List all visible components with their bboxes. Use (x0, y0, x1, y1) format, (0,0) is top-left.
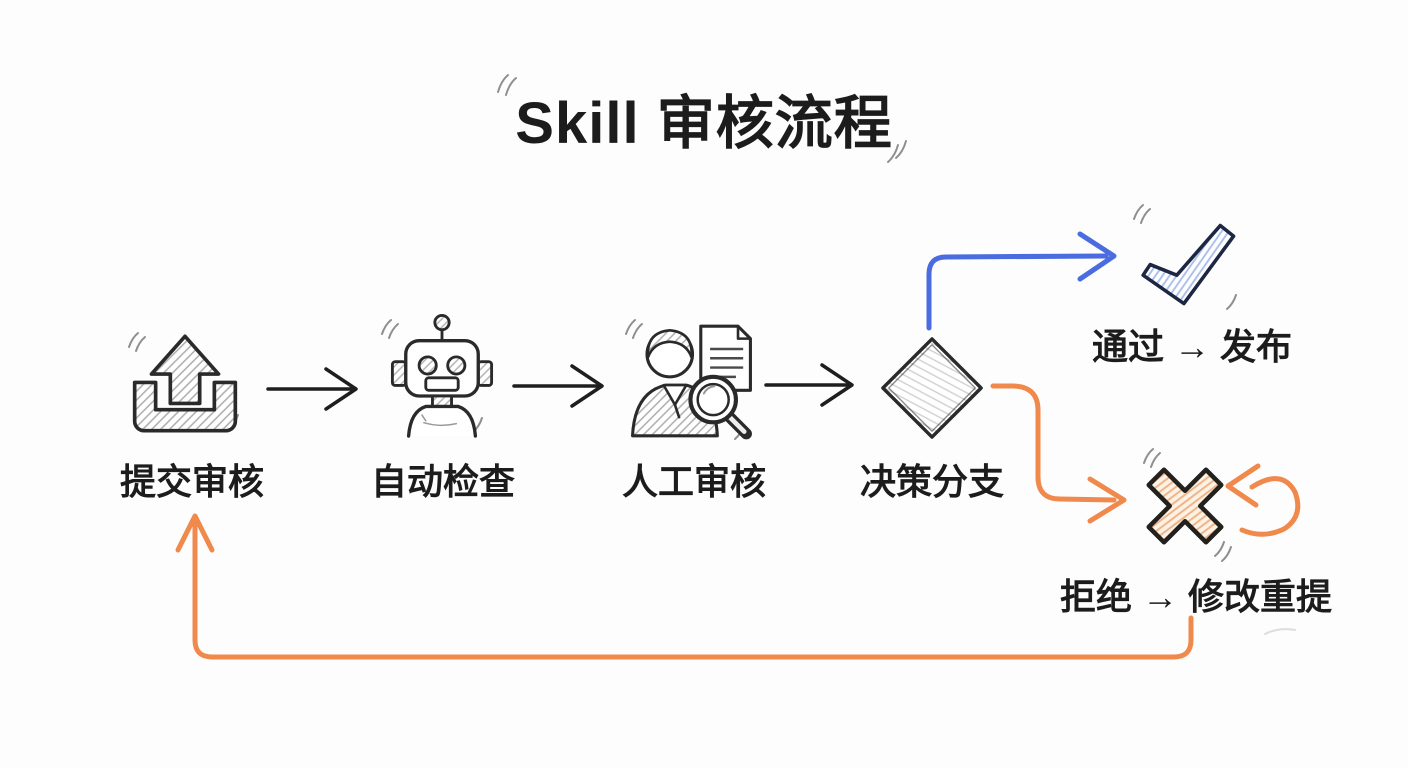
magnifier-glyph (688, 374, 752, 440)
arrow-reject-to-submit (175, 513, 1194, 660)
label-approve: 通过 → 发布 (1091, 326, 1292, 367)
sketch-accent-strokes (128, 74, 1296, 635)
arrow-decision-to-reject (990, 383, 1127, 524)
upload-icon (132, 334, 238, 433)
label-auto-check: 自动检查 (370, 461, 515, 502)
label-decision: 决策分支 (859, 461, 1004, 502)
robot-icon (390, 313, 494, 438)
label-submit: 提交审核 (119, 461, 264, 502)
page-title: Skill 审核流程 (515, 91, 893, 156)
reviewer-icon (631, 324, 752, 440)
cross-icon (1146, 467, 1224, 545)
label-reject: 拒绝 → 修改重提 (1059, 576, 1332, 617)
arrow-decision-to-approve (926, 231, 1117, 331)
arrow-reject-self-loop (1225, 463, 1301, 537)
arrow-submit-to-autocheck (266, 367, 358, 411)
check-icon (1141, 223, 1236, 306)
label-manual-review: 人工审核 (621, 461, 766, 502)
arrow-review-to-decision (764, 363, 854, 407)
decision-diamond (881, 337, 983, 439)
arrow-autocheck-to-review (512, 364, 604, 408)
